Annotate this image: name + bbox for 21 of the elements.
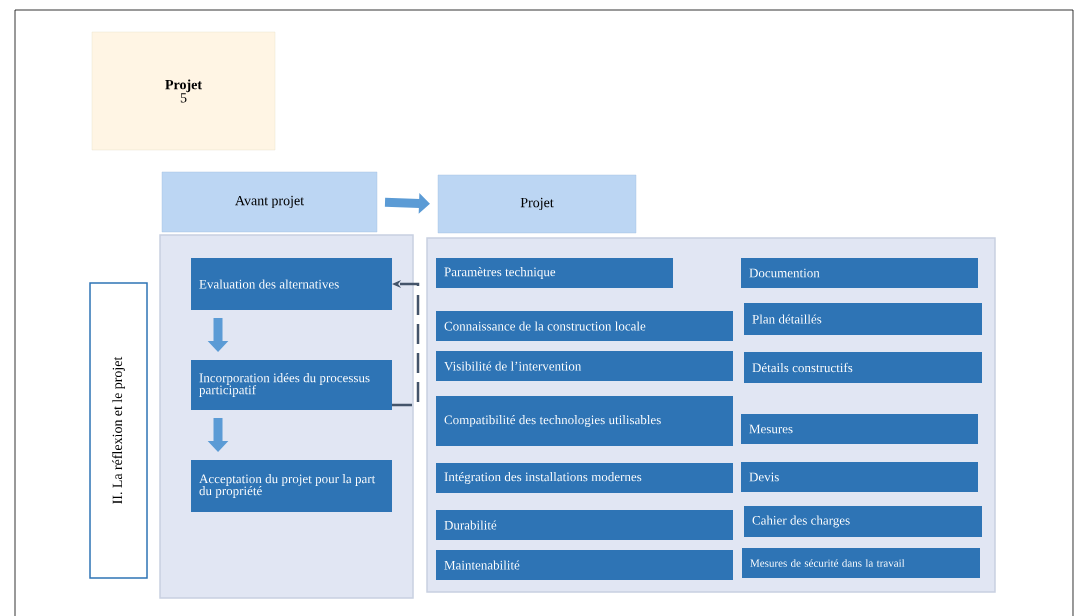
section-label-box: II. La réflexion et le projet [89, 282, 148, 579]
task-box: Acceptation du projet pour la part du propriété [191, 460, 392, 512]
task-box: Intégration des installations modernes [436, 463, 733, 493]
phase-header: Projet [437, 174, 637, 234]
task-box: Plan détaillés [744, 303, 982, 335]
task-box: Visibilité de l’intervention [436, 351, 733, 381]
task-box: Paramètres technique [436, 258, 673, 288]
task-box: Devis [741, 462, 978, 492]
task-box: Compatibilité des technologies utilisables [436, 396, 733, 446]
task-box: Incorporation idées du processus participatif [191, 360, 392, 410]
task-box: Durabilité [436, 510, 733, 540]
task-box: Mesures de sécurité dans la travail [742, 548, 980, 578]
task-box: Détails constructifs [744, 352, 982, 383]
task-box: Mesures [741, 414, 978, 444]
task-box: Evaluation des alternatives [191, 258, 392, 310]
phase-header: Avant projet [161, 171, 378, 233]
task-box: Connaissance de la construction locale [436, 311, 733, 341]
task-box: Cahier des charges [744, 506, 982, 537]
task-box: Documention [741, 258, 978, 288]
project-box: Projet 5 [91, 31, 276, 151]
task-box: Maintenabilité [436, 550, 733, 580]
